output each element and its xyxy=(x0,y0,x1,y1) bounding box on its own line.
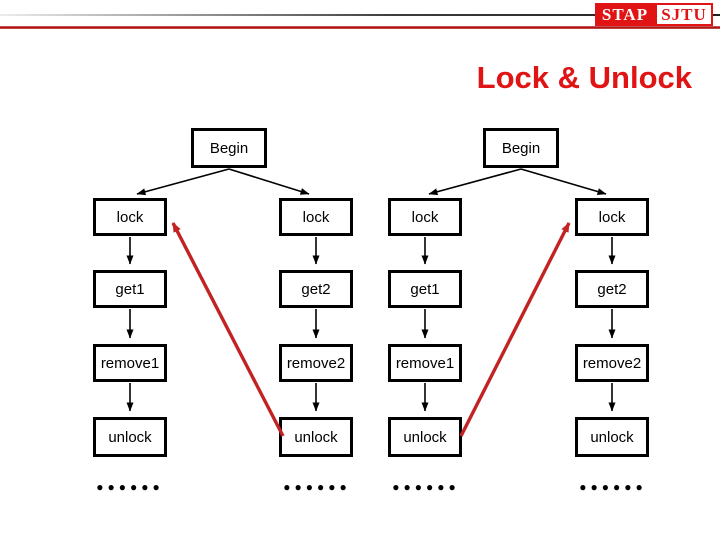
step-box-c4-lock: lock xyxy=(575,198,649,236)
step-box-c4-unlock: unlock xyxy=(575,417,649,457)
step-box-c3-remove1: remove1 xyxy=(388,344,462,382)
logo-sjtu-badge: SJTU xyxy=(655,3,713,26)
continuation-dots-c1: ●●●●●● xyxy=(96,480,164,494)
continuation-dots-c2: ●●●●●● xyxy=(283,480,351,494)
step-box-c1-lock: lock xyxy=(93,198,167,236)
branch-arrow-begin2-c3 xyxy=(428,168,522,196)
step-box-c2-unlock: unlock xyxy=(279,417,353,457)
step-box-c3-lock: lock xyxy=(388,198,462,236)
stap-sjtu-logo: STAP SJTU xyxy=(595,3,713,26)
step-box-c1-get1: get1 xyxy=(93,270,167,308)
header-red-rule xyxy=(0,26,720,29)
step-box-c2-lock: lock xyxy=(279,198,353,236)
header-thin-rule xyxy=(0,14,720,16)
step-box-c4-remove2: remove2 xyxy=(575,344,649,382)
step-box-c1-remove1: remove1 xyxy=(93,344,167,382)
step-box-c3-get1: get1 xyxy=(388,270,462,308)
branch-arrow-begin1-c2 xyxy=(228,168,310,195)
step-box-c4-get2: get2 xyxy=(575,270,649,308)
step-box-c3-unlock: unlock xyxy=(388,417,462,457)
continuation-dots-c3: ●●●●●● xyxy=(392,480,460,494)
page-title: Lock & Unlock xyxy=(476,60,692,95)
continuation-dots-c4: ●●●●●● xyxy=(579,480,647,494)
logo-stap-badge: STAP xyxy=(595,3,655,26)
red-cross-arrow-c3unlock-to-c4lock xyxy=(459,222,571,437)
begin-box-2: Begin xyxy=(483,128,559,168)
branch-arrow-begin1-c1 xyxy=(136,168,230,196)
branch-arrow-begin2-c4 xyxy=(520,168,607,195)
step-box-c2-remove2: remove2 xyxy=(279,344,353,382)
begin-box-1: Begin xyxy=(191,128,267,168)
step-box-c1-unlock: unlock xyxy=(93,417,167,457)
red-cross-arrow-c2unlock-to-c1lock xyxy=(171,222,285,437)
step-box-c2-get2: get2 xyxy=(279,270,353,308)
